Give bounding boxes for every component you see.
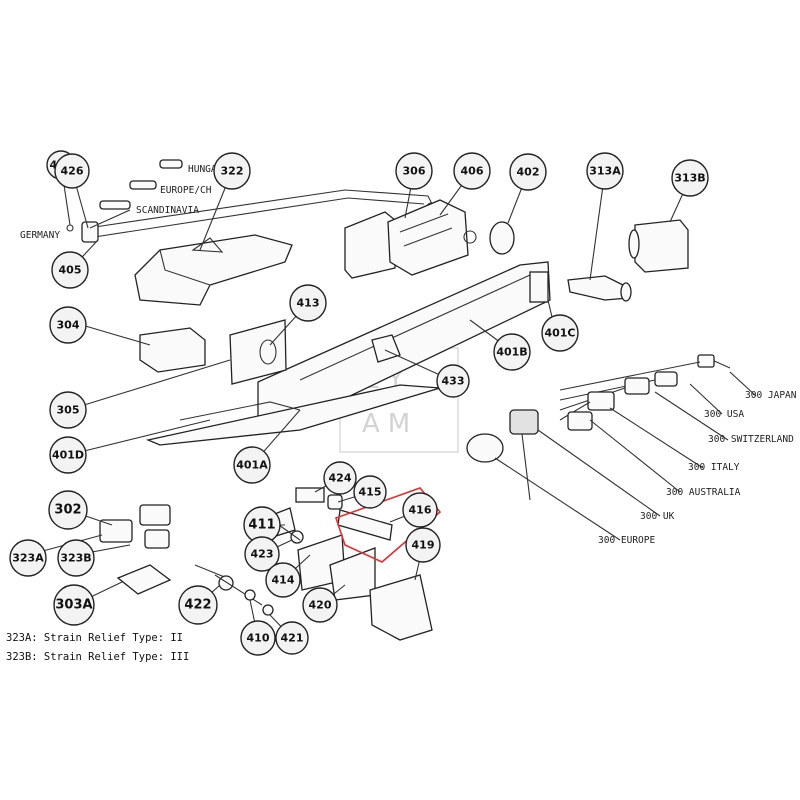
callout-410: 410 — [240, 620, 276, 656]
svg-text:401C: 401C — [544, 327, 575, 340]
callout-421: 421 — [275, 621, 309, 655]
fitting-426-part — [66, 221, 99, 243]
callout-424: 424 — [323, 461, 357, 495]
base-plate-401-part — [145, 384, 441, 446]
callout-426: 426 — [54, 153, 90, 189]
note-strain-relief-b: 323B: Strain Relief Type: III — [6, 651, 190, 663]
svg-text:423: 423 — [251, 548, 274, 561]
callout-402: 402 — [509, 153, 547, 191]
bracket-401C-part — [529, 271, 549, 303]
svg-text:323A: 323A — [12, 552, 44, 565]
label-europe: 300 EUROPE — [598, 535, 655, 546]
bottom-assembly-part — [194, 487, 433, 641]
callout-401D: 401D — [49, 436, 87, 474]
switch-313B-part — [628, 219, 689, 273]
svg-text:305: 305 — [57, 404, 80, 417]
svg-text:413: 413 — [297, 297, 320, 310]
thermostat-406-part — [387, 199, 477, 276]
svg-text:411: 411 — [248, 518, 275, 533]
svg-text:422: 422 — [184, 598, 211, 613]
svg-text:303A: 303A — [55, 598, 92, 613]
svg-text:302: 302 — [54, 503, 81, 518]
callout-323B: 323B — [57, 539, 95, 577]
callout-415: 415 — [353, 475, 387, 509]
label-japan: 300 JAPAN — [745, 390, 797, 401]
label-germany: GERMANY — [20, 230, 60, 241]
svg-text:424: 424 — [329, 472, 352, 485]
svg-text:306: 306 — [403, 165, 426, 178]
label-scandinavia: SCANDINAVIA — [136, 205, 199, 216]
callout-419: 419 — [405, 527, 441, 563]
callout-423: 423 — [244, 536, 280, 572]
label-usa: 300 USA — [704, 409, 744, 420]
svg-text:419: 419 — [412, 539, 435, 552]
strain-relief-302-part — [99, 504, 171, 549]
part-433-part — [371, 334, 401, 363]
watermark-line2: AM — [362, 409, 418, 439]
callout-406: 406 — [453, 152, 491, 190]
svg-text:401B: 401B — [496, 346, 527, 359]
svg-text:322: 322 — [221, 165, 244, 178]
label-switzerland: 300 SWITZERLAND — [708, 434, 794, 445]
svg-text:313B: 313B — [674, 172, 705, 185]
callout-411: 411 — [243, 506, 281, 544]
callout-313A: 313A — [586, 152, 624, 190]
switch-313A-part — [567, 275, 632, 302]
svg-text:426: 426 — [61, 165, 84, 178]
callout-401A: 401A — [233, 446, 271, 484]
callout-306: 306 — [395, 152, 433, 190]
callout-322: 322 — [213, 152, 251, 190]
cord-labels: 300 JAPAN 300 USA 300 SWITZERLAND 300 IT… — [598, 390, 797, 546]
block-304-part — [139, 327, 206, 373]
callout-401B: 401B — [493, 333, 531, 371]
callout-405: 405 — [51, 251, 89, 289]
label-europe-ch: EUROPE/CH — [160, 185, 212, 196]
callout-401C: 401C — [541, 314, 579, 352]
cover-322-part — [134, 234, 293, 306]
box-306-part — [344, 211, 396, 279]
callout-305: 305 — [49, 391, 87, 429]
svg-text:420: 420 — [309, 599, 332, 612]
knob-402-part — [489, 221, 515, 255]
svg-text:401D: 401D — [52, 449, 84, 462]
label-uk: 300 UK — [640, 511, 675, 522]
power-cords-part — [466, 354, 731, 501]
svg-text:414: 414 — [272, 574, 295, 587]
svg-text:421: 421 — [281, 632, 304, 645]
sheet-303A-part — [116, 564, 172, 595]
label-australia: 300 AUSTRALIA — [666, 487, 741, 498]
callout-302: 302 — [48, 490, 88, 530]
callout-323A: 323A — [9, 539, 47, 577]
callout-422: 422 — [178, 585, 218, 625]
panel-413-part — [229, 319, 287, 385]
callout-414: 414 — [265, 562, 301, 598]
callout-416: 416 — [402, 492, 438, 528]
callout-304: 304 — [49, 306, 87, 344]
label-italy: 300 ITALY — [688, 462, 740, 473]
callout-433: 433 — [436, 364, 470, 398]
svg-text:433: 433 — [442, 375, 465, 388]
callout-313B: 313B — [671, 159, 709, 197]
svg-text:323B: 323B — [60, 552, 91, 565]
callout-303A: 303A — [53, 584, 95, 626]
svg-text:304: 304 — [57, 319, 80, 332]
small-plugs-part — [99, 159, 183, 210]
label-hungary: HUNGARY — [188, 164, 228, 175]
svg-text:415: 415 — [359, 486, 382, 499]
svg-text:406: 406 — [461, 165, 484, 178]
svg-text:410: 410 — [247, 632, 270, 645]
svg-text:416: 416 — [409, 504, 432, 517]
svg-text:313A: 313A — [589, 165, 621, 178]
callout-413: 413 — [289, 284, 327, 322]
svg-text:405: 405 — [59, 264, 82, 277]
svg-text:401A: 401A — [236, 459, 268, 472]
svg-text:402: 402 — [517, 166, 540, 179]
note-strain-relief-a: 323A: Strain Relief Type: II — [6, 632, 184, 644]
callout-420: 420 — [302, 587, 338, 623]
plug-labels: HUNGARY EUROPE/CH SCANDINAVIA GERMANY — [20, 164, 228, 241]
